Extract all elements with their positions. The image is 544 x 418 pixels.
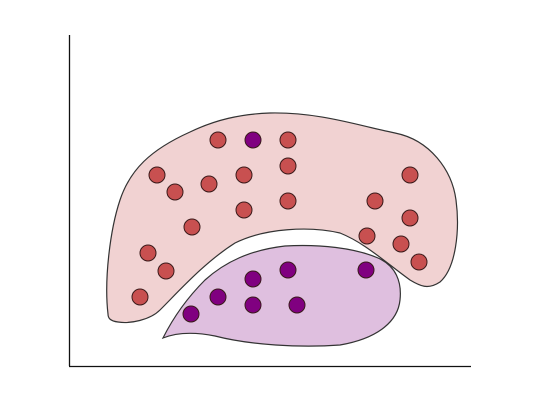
class-b-point — [182, 305, 200, 323]
class-b-point — [209, 288, 227, 306]
class-b-point — [357, 261, 375, 279]
class-a-point — [401, 166, 419, 184]
class-b-region — [161, 244, 401, 347]
class-b-point — [244, 296, 262, 314]
class-a-point — [200, 175, 218, 193]
class-a-point — [279, 157, 297, 175]
class-a-point — [358, 227, 376, 245]
class-a-point — [139, 244, 157, 262]
class-a-region — [106, 112, 459, 324]
class-a-point — [166, 183, 184, 201]
class-a-point — [366, 192, 384, 210]
class-b-point — [288, 296, 306, 314]
class-a-point — [209, 131, 227, 149]
class-a-point — [279, 131, 297, 149]
class-a-point — [392, 235, 410, 253]
class-a-point — [410, 253, 428, 271]
class-a-point — [183, 218, 201, 236]
class-a-point — [148, 166, 166, 184]
class-a-point — [131, 288, 149, 306]
class-a-point — [401, 209, 419, 227]
data-points — [131, 131, 428, 323]
class-a-point — [157, 262, 175, 280]
class-b-point — [244, 270, 262, 288]
class-b-point — [244, 131, 262, 149]
class-a-point — [235, 201, 253, 219]
class-a-point — [279, 192, 297, 210]
class-b-point — [279, 261, 297, 279]
class-a-point — [235, 166, 253, 184]
